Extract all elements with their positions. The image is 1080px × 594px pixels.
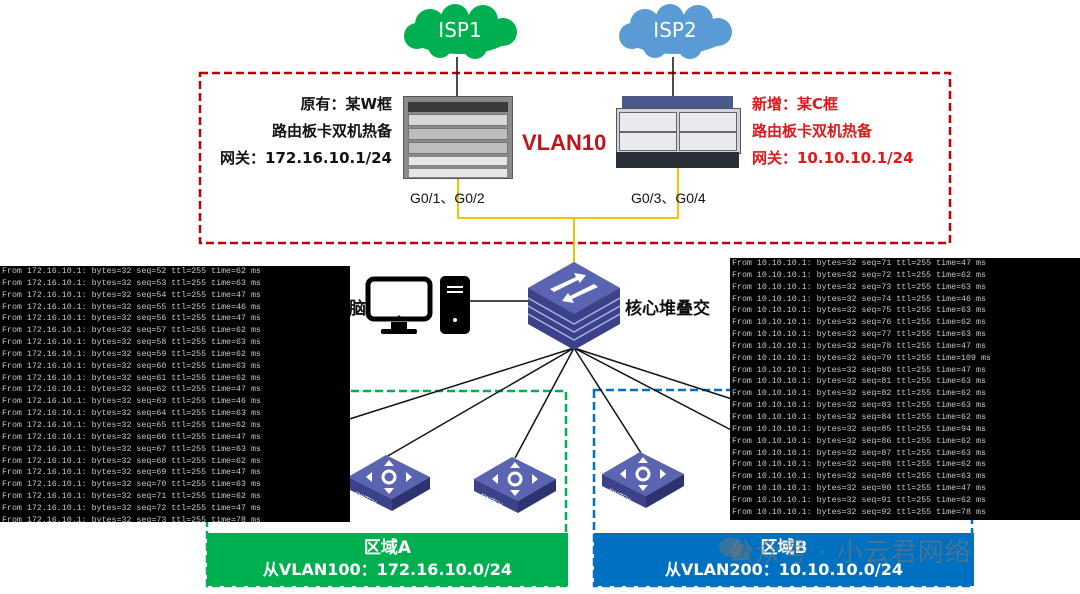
ping-reply-line: From 10.10.10.1: bytes=32 seq=86 ttl=255…: [732, 436, 986, 446]
router-w-line-1: 原有：某W框: [300, 95, 392, 113]
ping-reply-line: From 172.16.10.1: bytes=32 seq=71 ttl=25…: [2, 492, 261, 502]
ping-reply-line: From 10.10.10.1: bytes=32 seq=79 ttl=255…: [732, 353, 991, 363]
ping-reply-line: From 172.16.10.1: bytes=32 seq=69 ttl=25…: [2, 468, 261, 478]
pc-label: 脑: [349, 299, 366, 319]
ping-reply-line: From 172.16.10.1: bytes=32 seq=61 ttl=25…: [2, 373, 261, 383]
ping-reply-line: From 10.10.10.1: bytes=32 seq=84 ttl=255…: [732, 412, 986, 422]
router-c-line-1: 新增：某C框: [752, 95, 839, 113]
ping-reply-line: From 172.16.10.1: bytes=32 seq=64 ttl=25…: [2, 409, 261, 419]
ping-reply-line: From 10.10.10.1: bytes=32 seq=80 ttl=255…: [732, 365, 986, 375]
watermark-text: 公众号 · 小云君网络: [728, 538, 972, 568]
router-w-line-2: 路由板卡双机热备: [271, 122, 392, 140]
zone-a-subnet: 从VLAN100：172.16.10.0/24: [262, 560, 513, 579]
ping-reply-line: From 172.16.10.1: bytes=32 seq=52 ttl=25…: [2, 267, 261, 276]
right-router-link: [574, 168, 679, 219]
ping-reply-line: From 172.16.10.1: bytes=32 seq=55 ttl=25…: [2, 302, 261, 312]
ping-reply-line: From 10.10.10.1: bytes=32 seq=76 ttl=255…: [732, 318, 986, 328]
ping-reply-line: From 10.10.10.1: bytes=32 seq=89 ttl=255…: [732, 472, 986, 482]
ping-reply-line: From 172.16.10.1: bytes=32 seq=58 ttl=25…: [2, 338, 261, 348]
ping-reply-line: From 172.16.10.1: bytes=32 seq=56 ttl=25…: [2, 314, 261, 324]
ping-terminal-right: From 10.10.10.1: bytes=32 seq=71 ttl=255…: [730, 258, 1080, 520]
router-c-line-3: 网关：10.10.10.1/24: [752, 149, 914, 167]
ping-reply-line: From 172.16.10.1: bytes=32 seq=70 ttl=25…: [2, 480, 261, 490]
ping-reply-line: From 10.10.10.1: bytes=32 seq=72 ttl=255…: [732, 270, 986, 280]
isp2-label: ISP2: [653, 18, 697, 42]
zone-a-title: 区域A: [363, 538, 412, 558]
access-switch-a2-icon: SWITCH: [474, 457, 556, 513]
vlan10-label: VLAN10: [522, 130, 607, 155]
ping-reply-line: From 172.16.10.1: bytes=32 seq=60 ttl=25…: [2, 361, 261, 371]
ping-reply-line: From 172.16.10.1: bytes=32 seq=66 ttl=25…: [2, 432, 261, 442]
left-router-link: [457, 176, 575, 276]
zone-b-bar: 区域B 从VLAN200：10.10.10.0/24: [594, 533, 974, 586]
router-c-line-2: 路由板卡双机热备: [752, 122, 873, 140]
ping-reply-line: From 172.16.10.1: bytes=32 seq=65 ttl=25…: [2, 420, 261, 430]
ping-reply-line: From 10.10.10.1: bytes=32 seq=73 ttl=255…: [732, 282, 986, 292]
ping-reply-line: From 10.10.10.1: bytes=32 seq=77 ttl=255…: [732, 330, 986, 340]
ping-reply-line: From 172.16.10.1: bytes=32 seq=59 ttl=25…: [2, 349, 261, 359]
router-w-ports: G0/1、G0/2: [410, 190, 485, 206]
ping-reply-line: From 10.10.10.1: bytes=32 seq=82 ttl=255…: [732, 389, 986, 399]
ping-reply-line: From 10.10.10.1: bytes=32 seq=71 ttl=255…: [732, 259, 986, 268]
ping-reply-line: From 172.16.10.1: bytes=32 seq=67 ttl=25…: [2, 444, 261, 454]
isp1-label: ISP1: [438, 18, 482, 42]
router-c-chassis-icon: [616, 96, 741, 170]
router-w-line-3: 网关：172.16.10.1/24: [220, 149, 392, 167]
router-c-info: 新增：某C框 路由板卡双机热备 网关：10.10.10.1/24: [752, 91, 952, 172]
ping-reply-line: From 172.16.10.1: bytes=32 seq=57 ttl=25…: [2, 326, 261, 336]
ping-reply-line: From 10.10.10.1: bytes=32 seq=75 ttl=255…: [732, 306, 986, 316]
zone-b-title: 区域B: [760, 538, 808, 558]
core-downlinks: [339, 347, 736, 459]
ping-reply-line: From 10.10.10.1: bytes=32 seq=88 ttl=255…: [732, 460, 986, 470]
ping-reply-line: From 10.10.10.1: bytes=32 seq=83 ttl=255…: [732, 401, 986, 411]
access-switch-a1-icon: SWITCH: [348, 455, 430, 511]
isp2-cloud: ISP2: [610, 4, 740, 60]
ping-reply-line: From 172.16.10.1: bytes=32 seq=73 ttl=25…: [2, 515, 261, 522]
ping-reply-line: From 172.16.10.1: bytes=32 seq=54 ttl=25…: [2, 290, 261, 300]
access-switch-b1-icon: SWITCH: [602, 452, 684, 508]
zone-b-subnet: 从VLAN200：10.10.10.0/24: [664, 560, 904, 579]
router-w-chassis-icon: [403, 96, 513, 179]
ping-reply-line: From 172.16.10.1: bytes=32 seq=72 ttl=25…: [2, 503, 261, 513]
ping-reply-line: From 172.16.10.1: bytes=32 seq=62 ttl=25…: [2, 385, 261, 395]
vlan10-box: [198, 71, 952, 245]
zone-a-bar: 区域A 从VLAN100：172.16.10.0/24: [207, 533, 568, 586]
ping-reply-line: From 172.16.10.1: bytes=32 seq=53 ttl=25…: [2, 278, 261, 288]
ping-reply-line: From 10.10.10.1: bytes=32 seq=92 ttl=255…: [732, 507, 986, 517]
core-switch-icon: [527, 262, 621, 350]
ping-reply-line: From 172.16.10.1: bytes=32 seq=68 ttl=25…: [2, 456, 261, 466]
router-c-ports: G0/3、G0/4: [631, 190, 706, 206]
pc-icon: [365, 276, 471, 336]
ping-reply-line: From 10.10.10.1: bytes=32 seq=81 ttl=255…: [732, 377, 986, 387]
ping-reply-line: From 10.10.10.1: bytes=32 seq=90 ttl=255…: [732, 484, 986, 494]
ping-terminal-left: From 172.16.10.1: bytes=32 seq=52 ttl=25…: [0, 266, 350, 522]
ping-reply-line: From 172.16.10.1: bytes=32 seq=63 ttl=25…: [2, 397, 261, 407]
ping-reply-line: From 10.10.10.1: bytes=32 seq=74 ttl=255…: [732, 294, 986, 304]
wechat-icon: [718, 536, 752, 562]
ping-reply-line: From 10.10.10.1: bytes=32 seq=91 ttl=255…: [732, 495, 986, 505]
router-w-info: 原有：某W框 路由板卡双机热备 网关：172.16.10.1/24: [200, 91, 392, 172]
ping-reply-line: From 10.10.10.1: bytes=32 seq=85 ttl=255…: [732, 424, 986, 434]
core-switch-label: 核心堆叠交: [625, 299, 710, 319]
isp1-cloud: ISP1: [395, 4, 525, 60]
ping-reply-line: From 10.10.10.1: bytes=32 seq=78 ttl=255…: [732, 341, 986, 351]
ping-reply-line: From 10.10.10.1: bytes=32 seq=87 ttl=255…: [732, 448, 986, 458]
